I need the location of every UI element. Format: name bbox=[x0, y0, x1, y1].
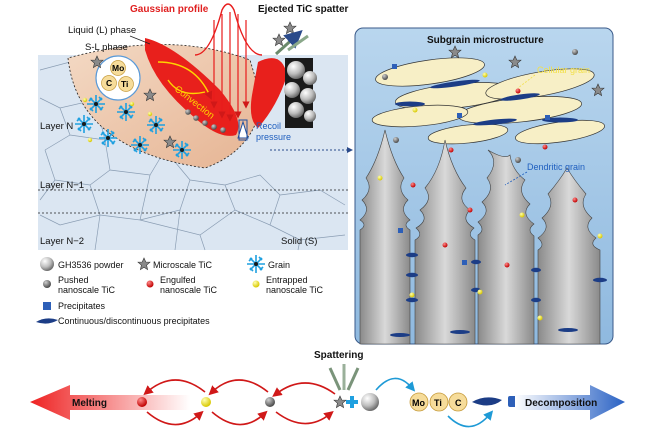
legend-engulfed-icon bbox=[146, 280, 154, 288]
legend-pushed-icon bbox=[43, 280, 51, 288]
mo-atom bbox=[110, 60, 126, 76]
c-atom bbox=[101, 75, 117, 91]
liquid-phase-label: Liquid (L) phase bbox=[68, 25, 136, 36]
decomposition-label: Decomposition bbox=[525, 398, 597, 409]
dendritic-grain-label: Dendritic grain bbox=[527, 162, 585, 172]
flow-mo bbox=[409, 392, 429, 412]
legend-powder-icon bbox=[40, 257, 54, 271]
legend-powder-label: GH3536 powder bbox=[58, 260, 124, 270]
ti-atom-label: Ti bbox=[121, 79, 128, 89]
legend-pushed-label-1: Pushed bbox=[58, 275, 89, 285]
legend-precipitates-label: Precipitates bbox=[58, 301, 106, 311]
powder-bed bbox=[284, 58, 317, 128]
legend-continuous-label: Continuous/discontinuous precipitates bbox=[58, 316, 210, 326]
flow-pushed-particle bbox=[265, 397, 275, 407]
flow-micro-tic bbox=[333, 395, 347, 408]
flow-mo-label: Mo bbox=[412, 398, 425, 408]
gaussian-profile-label: Gaussian profile bbox=[130, 4, 209, 15]
ejected-spatter-label: Ejected TiC spatter bbox=[258, 4, 349, 15]
legend-continuous-icon bbox=[36, 318, 58, 324]
flow-continuous-precipitate bbox=[472, 397, 502, 406]
legend-micro-tic-icon bbox=[137, 257, 151, 270]
ejected-spatter: Ejected TiC spatter bbox=[258, 4, 349, 56]
decomposition-arrow bbox=[515, 385, 625, 420]
legend-entrapped-label-1: Entrapped bbox=[266, 275, 308, 285]
layer-n1-label: Layer N−1 bbox=[40, 180, 84, 191]
cellular-grain-label: Cellular grain bbox=[537, 65, 590, 75]
spattering-label: Spattering bbox=[314, 350, 363, 361]
flow-ti-label: Ti bbox=[434, 398, 442, 408]
solid-label: Solid (S) bbox=[281, 236, 317, 247]
flow-ti bbox=[429, 392, 449, 412]
subgrain-title: Subgrain microstructure bbox=[427, 35, 544, 46]
flow-powder bbox=[361, 393, 379, 411]
gaussian-curve bbox=[194, 3, 263, 56]
dendritic-grains bbox=[359, 129, 607, 345]
ti-atom bbox=[118, 76, 134, 92]
cellular-grains bbox=[371, 57, 605, 145]
legend-micro-tic-label: Microscale TiC bbox=[153, 260, 213, 270]
legend-grain-icon bbox=[246, 254, 266, 274]
bottom-process-flow: Melting Spattering Mo Ti C bbox=[30, 350, 625, 428]
recoil-label: Recoil bbox=[256, 121, 281, 131]
flow-entrapped-particle bbox=[201, 397, 211, 407]
subgrain-inset: Subgrain microstructure bbox=[354, 27, 614, 345]
layer-n-label: Layer N bbox=[40, 121, 73, 132]
legend-entrapped-label-2: nanoscale TiC bbox=[266, 285, 324, 295]
legend-engulfed-label-1: Engulfed bbox=[160, 275, 196, 285]
c-atom-label: C bbox=[106, 78, 112, 88]
spattering-arrows bbox=[328, 364, 360, 391]
legend-grain-label: Grain bbox=[268, 260, 290, 270]
legend-precipitates-icon bbox=[43, 302, 51, 310]
legend-entrapped-icon bbox=[252, 280, 260, 288]
melting-label: Melting bbox=[72, 398, 107, 409]
legend-engulfed-label-2: nanoscale TiC bbox=[160, 285, 218, 295]
liquid-front bbox=[250, 58, 287, 128]
flow-engulfed-particle bbox=[137, 397, 147, 407]
pressure-label: pressure bbox=[256, 132, 291, 142]
flow-c bbox=[448, 392, 468, 412]
mo-atom-label: Mo bbox=[112, 63, 124, 73]
melting-arrow bbox=[30, 385, 190, 420]
laser-beam: Gaussian profile Recoil pressure bbox=[130, 3, 291, 142]
inset-particles bbox=[377, 45, 605, 321]
flow-c-label: C bbox=[455, 398, 462, 408]
layer-n2-label: Layer N−2 bbox=[40, 236, 84, 247]
legend-pushed-label-2: nanoscale TiC bbox=[58, 285, 116, 295]
sl-phase-label: S-L phase bbox=[85, 42, 128, 53]
grain-boundaries bbox=[39, 61, 346, 251]
legend: GH3536 powder Microscale TiC Grain Pushe… bbox=[36, 254, 324, 326]
flow-grain-cross bbox=[346, 396, 358, 408]
